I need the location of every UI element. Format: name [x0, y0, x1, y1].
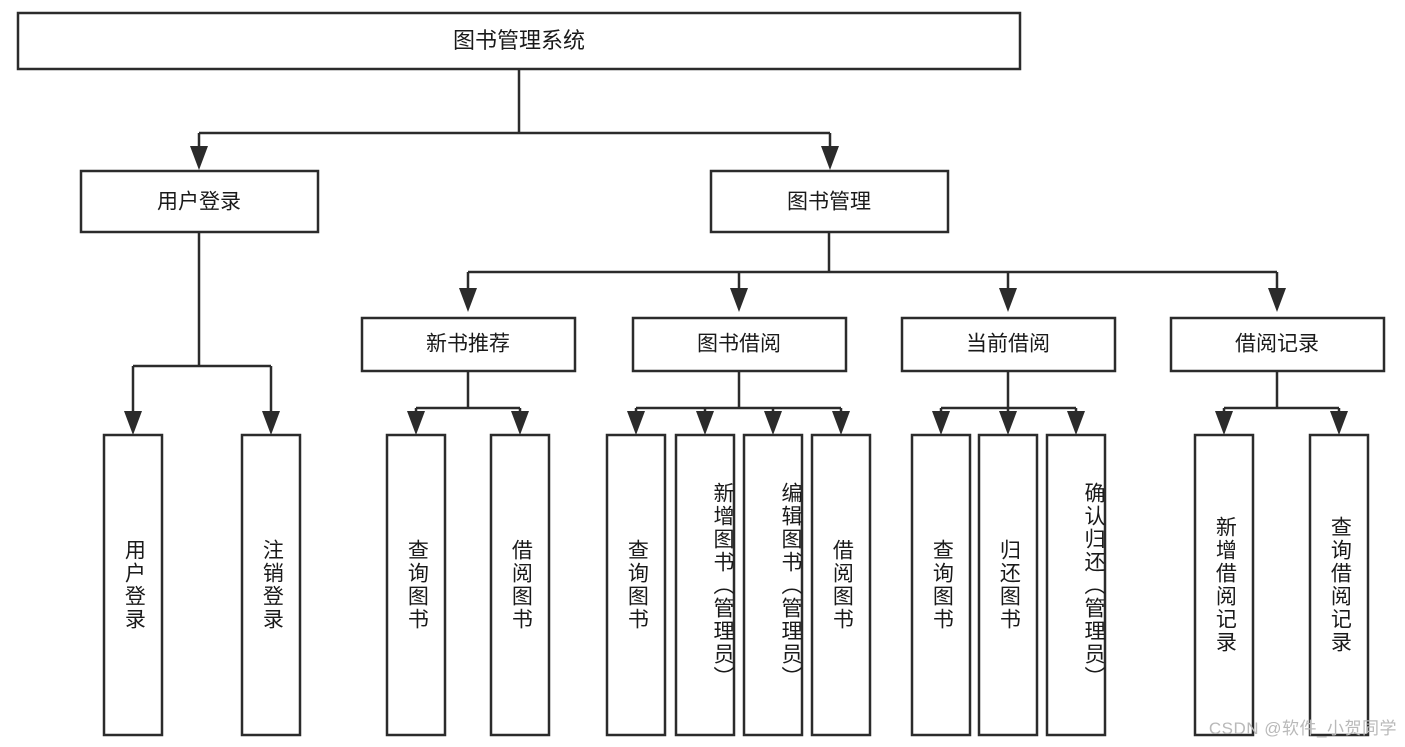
node-root-box — [16, 11, 1022, 71]
arrow-head-icon — [459, 288, 477, 312]
node-user-login-label: 用户登录 — [157, 191, 241, 214]
arrow-head-icon — [1215, 411, 1233, 435]
leaf-box-confirm-return-admin[interactable] — [1045, 433, 1107, 737]
arrow-head-icon — [407, 411, 425, 435]
leaf-box-query-book-3[interactable] — [910, 433, 972, 737]
arrow-head-icon — [821, 146, 839, 170]
arrow-head-icon — [511, 411, 529, 435]
leaf-box-logout[interactable] — [240, 433, 302, 737]
arrow-head-icon — [262, 411, 280, 435]
connector-user-login-to-leaves — [124, 232, 280, 435]
arrow-head-icon — [190, 146, 208, 170]
arrow-head-icon — [730, 288, 748, 312]
node-borrow-record[interactable]: 借阅记录 — [1169, 316, 1386, 373]
arrow-head-icon — [1330, 411, 1348, 435]
leaf-box-add-book-admin[interactable] — [674, 433, 736, 737]
leaf-box-query-book-2[interactable] — [605, 433, 667, 737]
node-current-borrow[interactable]: 当前借阅 — [900, 316, 1117, 373]
connector-book-management-to-level3 — [459, 232, 1286, 312]
node-user-login-box — [79, 169, 320, 234]
csdn-watermark: CSDN @软件_小贺同学 — [1208, 719, 1397, 738]
node-user-login[interactable]: 用户登录 — [79, 169, 320, 234]
connector-root-to-level2 — [190, 69, 839, 170]
connector-current-borrow-to-leaves — [932, 371, 1085, 435]
arrow-head-icon — [932, 411, 950, 435]
node-new-book-recommend[interactable]: 新书推荐 — [360, 316, 577, 373]
connector-book-borrow-to-leaves — [627, 371, 850, 435]
arrow-head-icon — [764, 411, 782, 435]
leaf-box-borrow-book-1[interactable] — [489, 433, 551, 737]
leaf-box-add-borrow-record[interactable] — [1193, 433, 1255, 737]
node-book-management[interactable]: 图书管理 — [709, 169, 950, 234]
node-root[interactable]: 图书管理系统 — [16, 11, 1022, 71]
node-current-borrow-label: 当前借阅 — [966, 333, 1050, 356]
node-root-label: 图书管理系统 — [453, 28, 585, 53]
arrow-head-icon — [999, 411, 1017, 435]
node-new-book-recommend-box — [360, 316, 577, 373]
leaf-box-query-borrow-record[interactable] — [1308, 433, 1370, 737]
node-book-borrow[interactable]: 图书借阅 — [631, 316, 848, 373]
arrow-head-icon — [832, 411, 850, 435]
arrow-head-icon — [627, 411, 645, 435]
leaf-box-edit-book-admin[interactable] — [742, 433, 804, 737]
arrow-head-icon — [1268, 288, 1286, 312]
node-book-borrow-label: 图书借阅 — [697, 333, 781, 356]
connector-new-book-recommend-to-leaves — [407, 371, 529, 435]
node-current-borrow-box — [900, 316, 1117, 373]
leaf-box-query-book-1[interactable] — [385, 433, 447, 737]
arrow-head-icon — [1067, 411, 1085, 435]
arrow-head-icon — [696, 411, 714, 435]
arrow-head-icon — [124, 411, 142, 435]
leaf-box-return-book[interactable] — [977, 433, 1039, 737]
arrow-head-icon — [999, 288, 1017, 312]
connector-borrow-record-to-leaves — [1215, 371, 1348, 435]
node-new-book-recommend-label: 新书推荐 — [426, 333, 510, 356]
node-borrow-record-label: 借阅记录 — [1235, 333, 1319, 356]
leaf-box-borrow-book-2[interactable] — [810, 433, 872, 737]
node-book-management-label: 图书管理 — [787, 191, 871, 214]
leaf-box-user-login[interactable] — [102, 433, 164, 737]
